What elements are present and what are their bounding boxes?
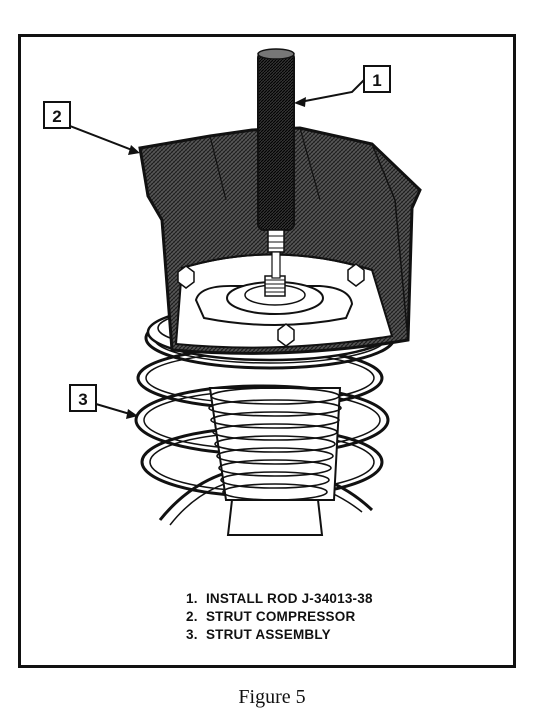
legend-item: 1. INSTALL ROD J-34013-38 [186,590,373,608]
callout-1: 1 [294,65,391,107]
legend-number: 1. [186,591,198,606]
legend-text: STRUT ASSEMBLY [205,627,331,642]
legend-text: INSTALL ROD J-34013-38 [205,591,373,606]
legend-item: 2. STRUT COMPRESSOR [186,608,373,626]
legend-text: STRUT COMPRESSOR [205,609,356,624]
callout-1-label: 1 [372,71,381,90]
legend-item: 3. STRUT ASSEMBLY [186,626,373,644]
legend-number: 2. [186,609,198,624]
callout-2-label: 2 [52,107,61,126]
callout-3-label: 3 [78,390,87,409]
install-rod [257,48,295,279]
callout-3: 3 [69,384,138,419]
figure-caption: Figure 5 [238,686,306,708]
strut-boot [208,387,342,536]
callout-2: 2 [43,101,140,155]
legend-number: 3. [186,627,198,642]
legend: 1. INSTALL ROD J-34013-38 2. STRUT COMPR… [186,590,373,644]
